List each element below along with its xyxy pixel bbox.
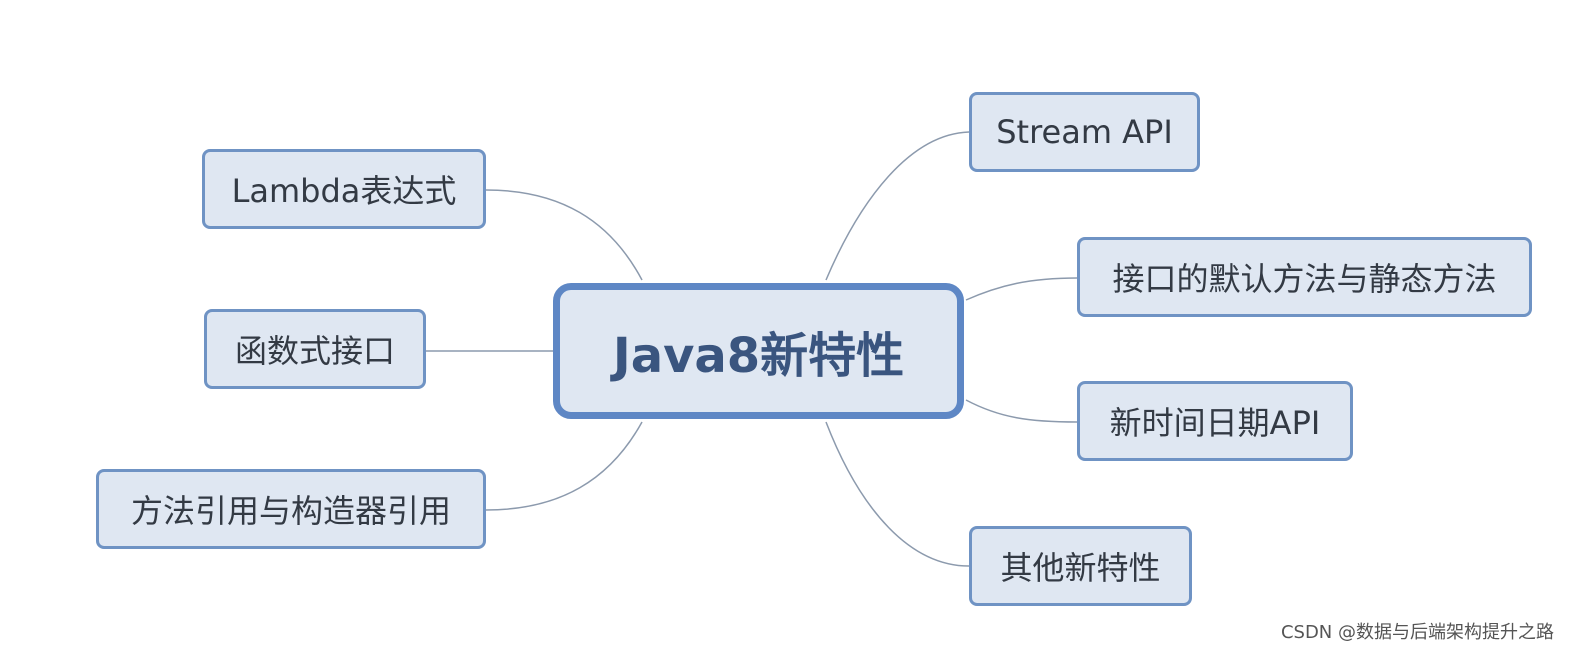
connector-lambda xyxy=(485,189,643,281)
branch-functional-interface[interactable]: 函数式接口 xyxy=(204,309,426,389)
connector-method-reference xyxy=(485,421,643,511)
branch-label: 方法引用与构造器引用 xyxy=(130,492,451,530)
connector-interface-methods xyxy=(965,277,1078,301)
branch-datetime-api[interactable]: 新时间日期API xyxy=(1077,381,1353,461)
branch-other-features[interactable]: 其他新特性 xyxy=(969,526,1192,606)
watermark: CSDN @数据与后端架构提升之路 xyxy=(1280,622,1554,643)
branch-interface-methods[interactable]: 接口的默认方法与静态方法 xyxy=(1077,237,1532,317)
central-topic[interactable]: Java8新特性 xyxy=(553,283,964,419)
branch-label: 接口的默认方法与静态方法 xyxy=(1112,260,1497,298)
branch-label: Lambda表达式 xyxy=(231,172,457,210)
branch-lambda[interactable]: Lambda表达式 xyxy=(202,149,486,229)
branch-method-reference[interactable]: 方法引用与构造器引用 xyxy=(96,469,486,549)
branch-label: 新时间日期API xyxy=(1109,404,1321,442)
connector-datetime-api xyxy=(965,399,1078,423)
connector-other-features xyxy=(825,421,970,567)
branch-label: Stream API xyxy=(996,113,1173,151)
branch-label: 其他新特性 xyxy=(1000,549,1161,587)
branch-stream-api[interactable]: Stream API xyxy=(969,92,1200,172)
connector-stream-api xyxy=(825,131,970,281)
branch-label: 函数式接口 xyxy=(234,332,395,370)
central-topic-label: Java8新特性 xyxy=(612,328,905,384)
